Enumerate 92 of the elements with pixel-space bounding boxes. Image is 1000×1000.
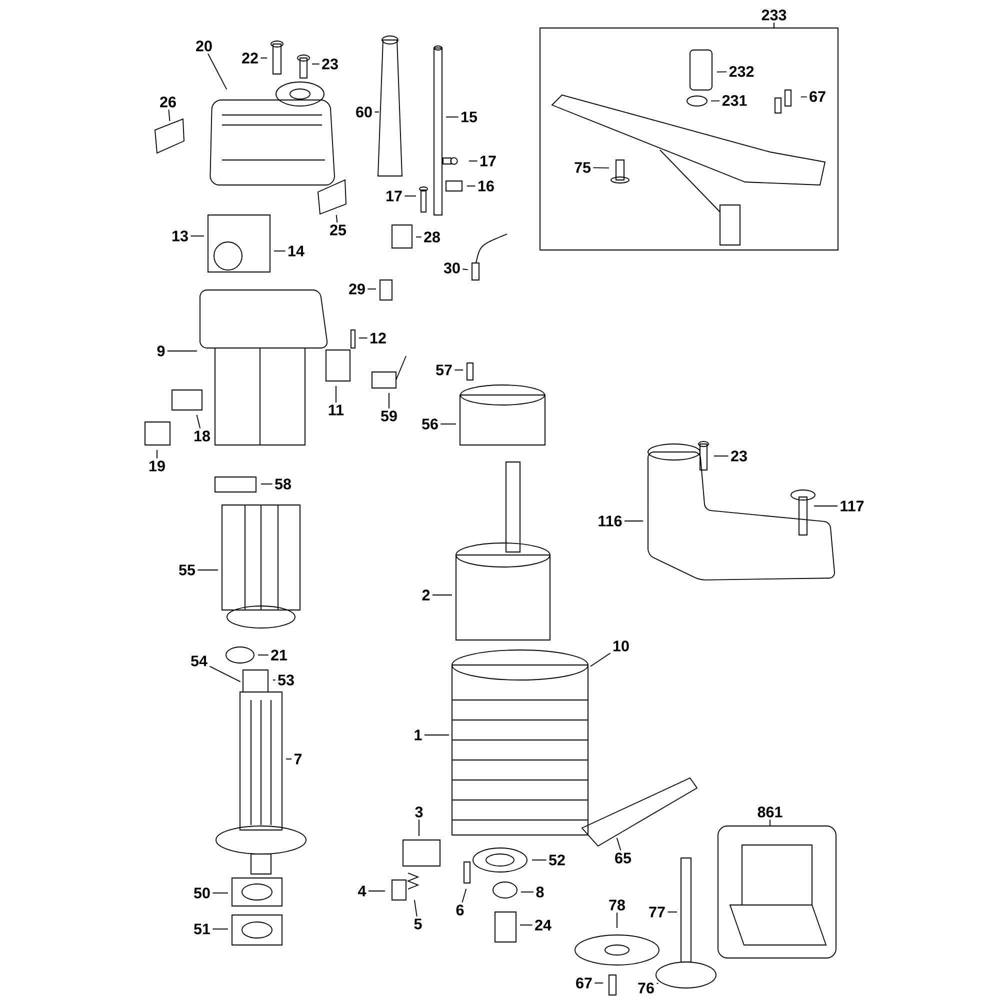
- callout-number: 78: [609, 900, 626, 910]
- leader-line: [424, 734, 450, 736]
- callout-number: 58: [275, 478, 291, 490]
- leader-line: [286, 758, 292, 760]
- callout-number: 21: [271, 650, 288, 660]
- leader-line: [209, 666, 241, 682]
- callout-number: 30: [444, 262, 460, 274]
- leader-line: [258, 654, 269, 656]
- callout-number: 23: [731, 450, 747, 462]
- callout-number: 77: [649, 906, 665, 918]
- leader-line: [716, 71, 728, 72]
- callout-number: 17: [480, 156, 496, 166]
- leader-line: [446, 116, 459, 118]
- callout-number: 14: [288, 246, 304, 256]
- callout-number: 24: [535, 920, 552, 930]
- leader-line: [196, 414, 201, 429]
- callout-number: 17: [386, 190, 402, 202]
- callout-number: 116: [598, 516, 622, 526]
- callout-number: 67: [810, 91, 826, 102]
- kit-frame: [540, 28, 838, 250]
- callout-number: 233: [762, 10, 786, 20]
- leader-line: [212, 892, 228, 894]
- callout-number: 11: [328, 404, 344, 416]
- callout-number: 22: [242, 52, 258, 64]
- callout-number: 20: [196, 40, 212, 52]
- kit-frame: [718, 826, 836, 958]
- leader-line: [368, 890, 386, 892]
- leader-line: [520, 924, 533, 926]
- callout-number: 15: [462, 112, 478, 122]
- callout-number: 25: [330, 224, 346, 236]
- callout-number: 13: [172, 230, 188, 242]
- callout-number: 9: [157, 346, 165, 356]
- leader-line: [590, 652, 611, 667]
- leader-line: [367, 288, 376, 290]
- callout-number: 232: [729, 66, 754, 77]
- leader-line: [432, 594, 452, 596]
- leader-line: [388, 392, 390, 409]
- leader-line: [616, 912, 618, 928]
- leader-line: [800, 96, 808, 98]
- callout-number: 57: [436, 364, 452, 376]
- leader-line: [418, 819, 420, 836]
- leader-line: [212, 928, 228, 930]
- leader-line: [592, 167, 610, 168]
- leader-line: [656, 982, 659, 984]
- callout-number: 19: [149, 460, 165, 472]
- callout-number: 28: [424, 232, 440, 242]
- leader-line: [616, 837, 622, 851]
- callout-number: 5: [414, 918, 422, 930]
- callout-number: 75: [574, 162, 591, 173]
- callout-number: 26: [160, 96, 176, 108]
- callout-number: 231: [722, 95, 747, 106]
- leader-line: [208, 53, 228, 90]
- callout-number: 117: [840, 500, 864, 512]
- callout-number: 60: [356, 106, 372, 118]
- callout-number: 861: [758, 806, 782, 818]
- leader-line: [274, 250, 286, 252]
- callout-number: 18: [194, 430, 210, 442]
- leader-line: [416, 236, 422, 238]
- callout-number: 76: [638, 982, 654, 994]
- callout-number: 55: [179, 564, 196, 576]
- leader-line: [336, 214, 338, 223]
- leader-line: [710, 100, 720, 102]
- callout-number: 51: [194, 924, 210, 934]
- callout-number: 56: [422, 418, 438, 430]
- callout-number: 7: [294, 754, 302, 764]
- callout-number: 67: [576, 978, 592, 988]
- callout-number: 2: [422, 590, 430, 600]
- leader-line: [414, 900, 418, 917]
- leader-line: [462, 268, 468, 270]
- callout-number: 10: [614, 640, 629, 652]
- callout-number: 29: [349, 284, 365, 294]
- callout-number: 6: [456, 904, 464, 916]
- callout-number: 3: [415, 806, 423, 818]
- callout-number: 59: [381, 410, 397, 422]
- callout-number: 54: [191, 656, 208, 666]
- callout-number: 65: [615, 852, 632, 864]
- leader-line: [156, 450, 158, 459]
- leader-line: [168, 109, 170, 122]
- callout-number: 4: [358, 886, 366, 896]
- callout-number: 12: [370, 332, 386, 344]
- leader-line: [468, 160, 478, 162]
- callout-number: 53: [278, 674, 294, 686]
- callout-number: 1: [414, 730, 422, 740]
- callout-number: 16: [478, 180, 494, 192]
- leader-line: [624, 520, 644, 522]
- callout-number: 50: [194, 888, 210, 898]
- leader-line: [167, 350, 198, 352]
- callout-number: 52: [549, 854, 565, 866]
- leader-line: [462, 888, 467, 903]
- callout-number: 23: [322, 58, 338, 70]
- callout-number: 8: [536, 886, 544, 898]
- leader-line: [594, 982, 604, 984]
